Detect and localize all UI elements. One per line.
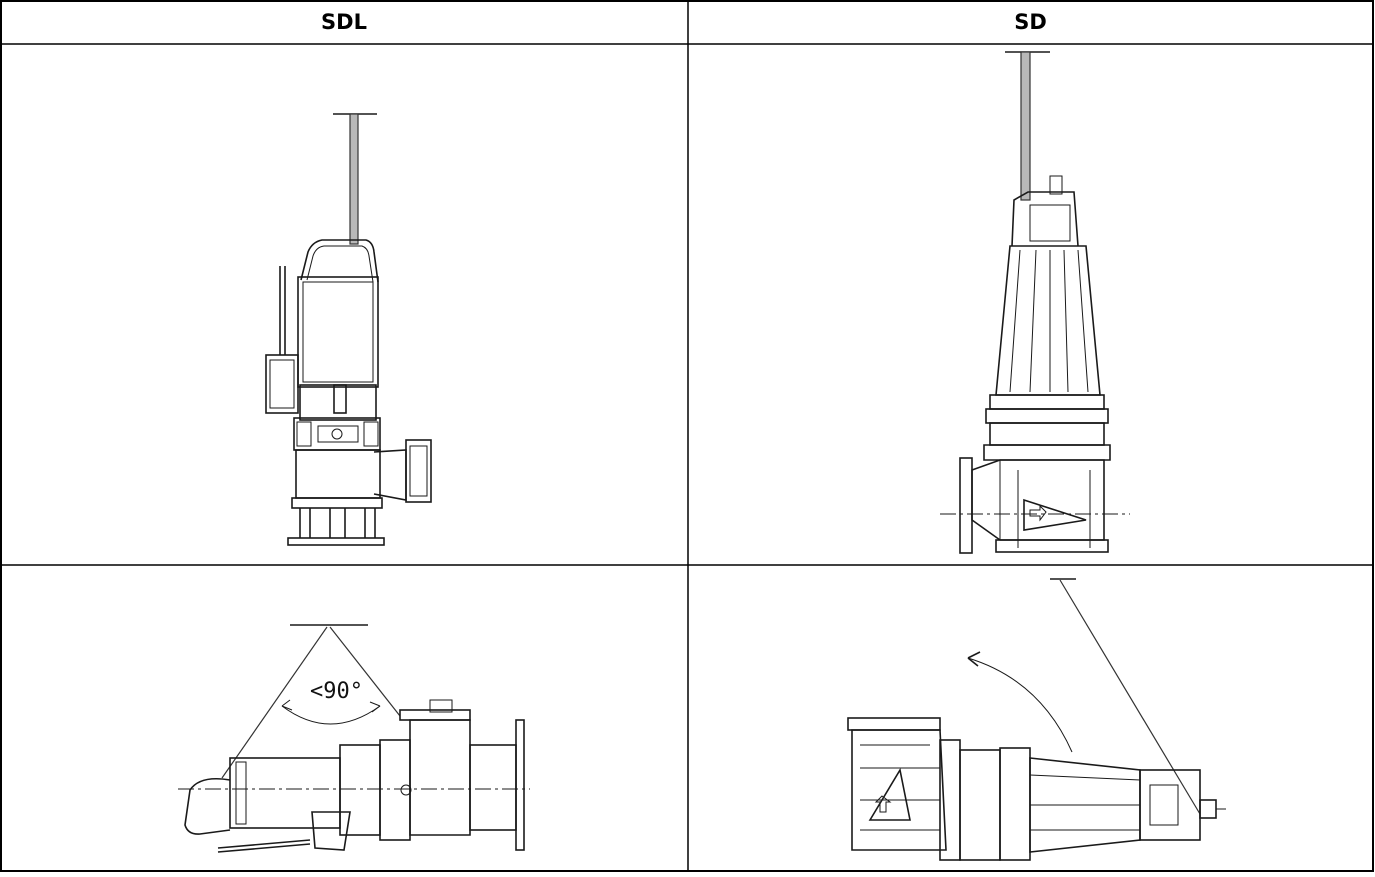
- angle-arc: [281, 705, 381, 725]
- angle-label: <90°: [310, 679, 363, 704]
- column-header-sdl: SDL: [321, 10, 367, 34]
- lifting-chain: [349, 113, 359, 245]
- rotation-arrow: [967, 657, 1073, 753]
- lifting-chain: [1020, 51, 1031, 201]
- column-header-sd: SD: [1014, 10, 1047, 34]
